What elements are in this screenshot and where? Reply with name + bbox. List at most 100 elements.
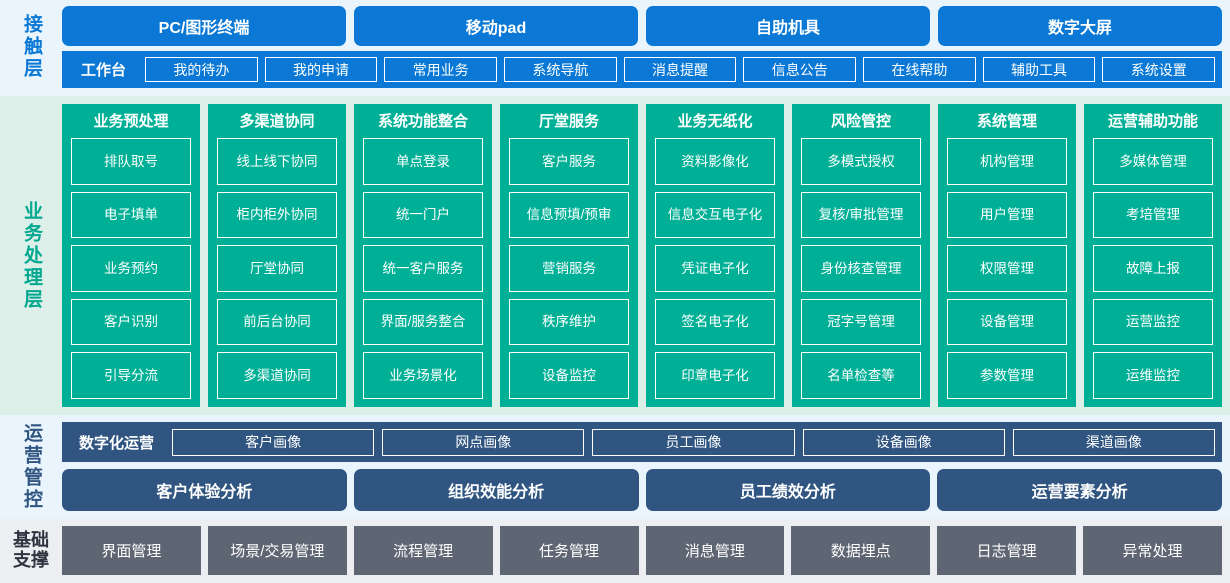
biz-item-queue-ticket[interactable]: 排队取号 <box>71 138 191 185</box>
biz-item-online-offline-collab[interactable]: 线上线下协同 <box>217 138 337 185</box>
biz-item-device-monitor[interactable]: 设备监控 <box>509 352 629 399</box>
foundation-log-management[interactable]: 日志管理 <box>937 526 1077 575</box>
biz-column-multichannel: 多渠道协同 线上线下协同 柜内柜外协同 厅堂协同 前后台协同 多渠道协同 <box>208 104 346 407</box>
biz-item-ui-service-integration[interactable]: 界面/服务整合 <box>363 298 483 346</box>
biz-item-fault-report[interactable]: 故障上报 <box>1093 245 1213 292</box>
foundation-message-management[interactable]: 消息管理 <box>645 526 785 575</box>
biz-item-multimode-authorization[interactable]: 多模式授权 <box>801 138 921 185</box>
biz-column-ops-support: 运营辅助功能 多媒体管理 考培管理 故障上报 运营监控 运维监控 <box>1084 104 1222 407</box>
biz-item-device-management[interactable]: 设备管理 <box>947 298 1067 346</box>
analysis-org-efficiency[interactable]: 组织效能分析 <box>353 469 639 511</box>
biz-item-prefill-preaudit[interactable]: 信息预填/预审 <box>509 191 629 239</box>
layer-operations-label-text: 运营管控 <box>20 422 42 511</box>
analysis-employee-performance[interactable]: 员工绩效分析 <box>645 469 931 511</box>
analysis-operation-factors[interactable]: 运营要素分析 <box>937 469 1222 511</box>
layer-business: 业务处理层 业务预处理 排队取号 电子填单 业务预约 客户识别 引导分流 <box>0 96 1230 415</box>
portrait-customer[interactable]: 客户画像 <box>172 428 375 456</box>
workbench-item-system-navigation[interactable]: 系统导航 <box>504 57 617 82</box>
layer-foundation-body: 界面管理 场景/交易管理 流程管理 任务管理 消息管理 数据埋点 日志管理 异常… <box>62 526 1222 575</box>
portrait-employee[interactable]: 员工画像 <box>592 428 795 456</box>
channel-mobile-pad[interactable]: 移动pad <box>354 6 638 46</box>
biz-column-title: 多渠道协同 <box>239 113 315 130</box>
layer-foundation-label: 基础 支撑 <box>0 526 62 575</box>
layer-foundation-label-line1: 基础 <box>13 529 49 550</box>
layer-operations: 运营管控 数字化运营 客户画像 网点画像 员工画像 设备画像 渠道画像 客户体验… <box>0 415 1230 519</box>
biz-column-title: 运营辅助功能 <box>1107 113 1198 130</box>
biz-item-training-management[interactable]: 考培管理 <box>1093 191 1213 239</box>
layer-operations-label: 运营管控 <box>0 422 62 511</box>
foundation-ui-management[interactable]: 界面管理 <box>62 526 201 575</box>
digital-operations-title: 数字化运营 <box>79 434 155 452</box>
channel-digital-screen[interactable]: 数字大屏 <box>938 6 1222 46</box>
channel-pc[interactable]: PC/图形终端 <box>62 6 346 46</box>
biz-item-multimedia-management[interactable]: 多媒体管理 <box>1093 138 1213 185</box>
biz-item-document-imaging[interactable]: 资料影像化 <box>655 138 775 185</box>
biz-item-guide-diversion[interactable]: 引导分流 <box>71 352 191 399</box>
biz-item-user-management[interactable]: 用户管理 <box>947 191 1067 239</box>
foundation-process-management[interactable]: 流程管理 <box>353 526 493 575</box>
biz-item-seal-electronic[interactable]: 印章电子化 <box>655 352 775 399</box>
biz-item-unified-customer-service[interactable]: 统一客户服务 <box>363 245 483 292</box>
biz-item-serial-number-management[interactable]: 冠字号管理 <box>801 298 921 346</box>
layer-operations-body: 数字化运营 客户画像 网点画像 员工画像 设备画像 渠道画像 客户体验分析 组织… <box>62 422 1222 511</box>
biz-item-permission-management[interactable]: 权限管理 <box>947 245 1067 292</box>
biz-item-business-scenario[interactable]: 业务场景化 <box>363 352 483 399</box>
biz-item-counter-collab[interactable]: 柜内柜外协同 <box>217 191 337 239</box>
foundation-scenario-transaction-management[interactable]: 场景/交易管理 <box>207 526 347 575</box>
biz-item-watchlist-check[interactable]: 名单检查等 <box>801 352 921 399</box>
workbench-item-my-todo[interactable]: 我的待办 <box>145 57 258 82</box>
workbench-item-system-settings[interactable]: 系统设置 <box>1102 57 1216 82</box>
biz-column-system-integration: 系统功能整合 单点登录 统一门户 统一客户服务 界面/服务整合 业务场景化 <box>354 104 492 407</box>
biz-column-title: 业务预处理 <box>93 113 169 130</box>
biz-item-customer-service[interactable]: 客户服务 <box>509 138 629 185</box>
biz-item-e-form[interactable]: 电子填单 <box>71 191 191 239</box>
biz-item-identity-verification[interactable]: 身份核查管理 <box>801 245 921 292</box>
biz-column-risk-control: 风险管控 多模式授权 复核/审批管理 身份核查管理 冠字号管理 名单检查等 <box>792 104 930 407</box>
biz-item-signature-electronic[interactable]: 签名电子化 <box>655 298 775 346</box>
biz-item-multichannel-collab[interactable]: 多渠道协同 <box>217 352 337 399</box>
biz-column-lobby-service: 厅堂服务 客户服务 信息预填/预审 营销服务 秩序维护 设备监控 <box>500 104 638 407</box>
foundation-task-management[interactable]: 任务管理 <box>499 526 639 575</box>
biz-column-paperless: 业务无纸化 资料影像化 信息交互电子化 凭证电子化 签名电子化 印章电子化 <box>646 104 784 407</box>
biz-column-system-management: 系统管理 机构管理 用户管理 权限管理 设备管理 参数管理 <box>938 104 1076 407</box>
biz-item-unified-portal[interactable]: 统一门户 <box>363 191 483 239</box>
workbench-item-aux-tools[interactable]: 辅助工具 <box>982 57 1096 82</box>
biz-item-info-exchange-electronic[interactable]: 信息交互电子化 <box>655 191 775 239</box>
foundation-data-tracking[interactable]: 数据埋点 <box>791 526 931 575</box>
channel-self-service[interactable]: 自助机具 <box>646 6 930 46</box>
biz-column-title: 厅堂服务 <box>538 113 599 130</box>
biz-column-title: 风险管控 <box>830 113 891 130</box>
workbench-item-common-business[interactable]: 常用业务 <box>384 57 498 82</box>
biz-item-sso[interactable]: 单点登录 <box>363 138 483 185</box>
workbench-item-message-alert[interactable]: 消息提醒 <box>623 57 737 82</box>
biz-item-marketing-service[interactable]: 营销服务 <box>509 245 629 292</box>
biz-item-order-maintenance[interactable]: 秩序维护 <box>509 298 629 346</box>
layer-contact: 接触层 PC/图形终端 移动pad 自助机具 数字大屏 工作台 我的待办 我的申… <box>0 0 1230 96</box>
workbench-item-my-application[interactable]: 我的申请 <box>264 57 378 82</box>
biz-item-appointment[interactable]: 业务预约 <box>71 245 191 292</box>
biz-column-preprocess: 业务预处理 排队取号 电子填单 业务预约 客户识别 引导分流 <box>62 104 200 407</box>
biz-item-review-approval[interactable]: 复核/审批管理 <box>801 191 921 239</box>
biz-column-title: 业务无纸化 <box>677 113 753 130</box>
biz-item-lobby-collab[interactable]: 厅堂协同 <box>217 245 337 292</box>
workbench-item-online-help[interactable]: 在线帮助 <box>863 57 976 82</box>
channel-row: PC/图形终端 移动pad 自助机具 数字大屏 <box>62 6 1222 46</box>
portrait-device[interactable]: 设备画像 <box>802 428 1005 456</box>
analysis-customer-experience[interactable]: 客户体验分析 <box>62 469 347 511</box>
workbench-title: 工作台 <box>81 62 127 79</box>
layer-business-label: 业务处理层 <box>0 104 62 407</box>
layer-contact-label: 接触层 <box>0 6 62 88</box>
biz-item-maintenance-monitor[interactable]: 运维监控 <box>1093 352 1213 399</box>
biz-item-parameter-management[interactable]: 参数管理 <box>947 352 1067 399</box>
biz-item-operation-monitor[interactable]: 运营监控 <box>1093 298 1213 346</box>
foundation-exception-handling[interactable]: 异常处理 <box>1083 526 1222 575</box>
biz-item-front-back-collab[interactable]: 前后台协同 <box>217 298 337 346</box>
biz-item-org-management[interactable]: 机构管理 <box>947 138 1067 185</box>
biz-item-voucher-electronic[interactable]: 凭证电子化 <box>655 245 775 292</box>
biz-item-customer-identify[interactable]: 客户识别 <box>71 298 191 346</box>
workbench-item-announcement[interactable]: 信息公告 <box>743 57 857 82</box>
portrait-channel[interactable]: 渠道画像 <box>1012 428 1216 456</box>
portrait-branch[interactable]: 网点画像 <box>382 428 585 456</box>
layer-business-body: 业务预处理 排队取号 电子填单 业务预约 客户识别 引导分流 多渠道协同 线上线… <box>62 104 1222 407</box>
